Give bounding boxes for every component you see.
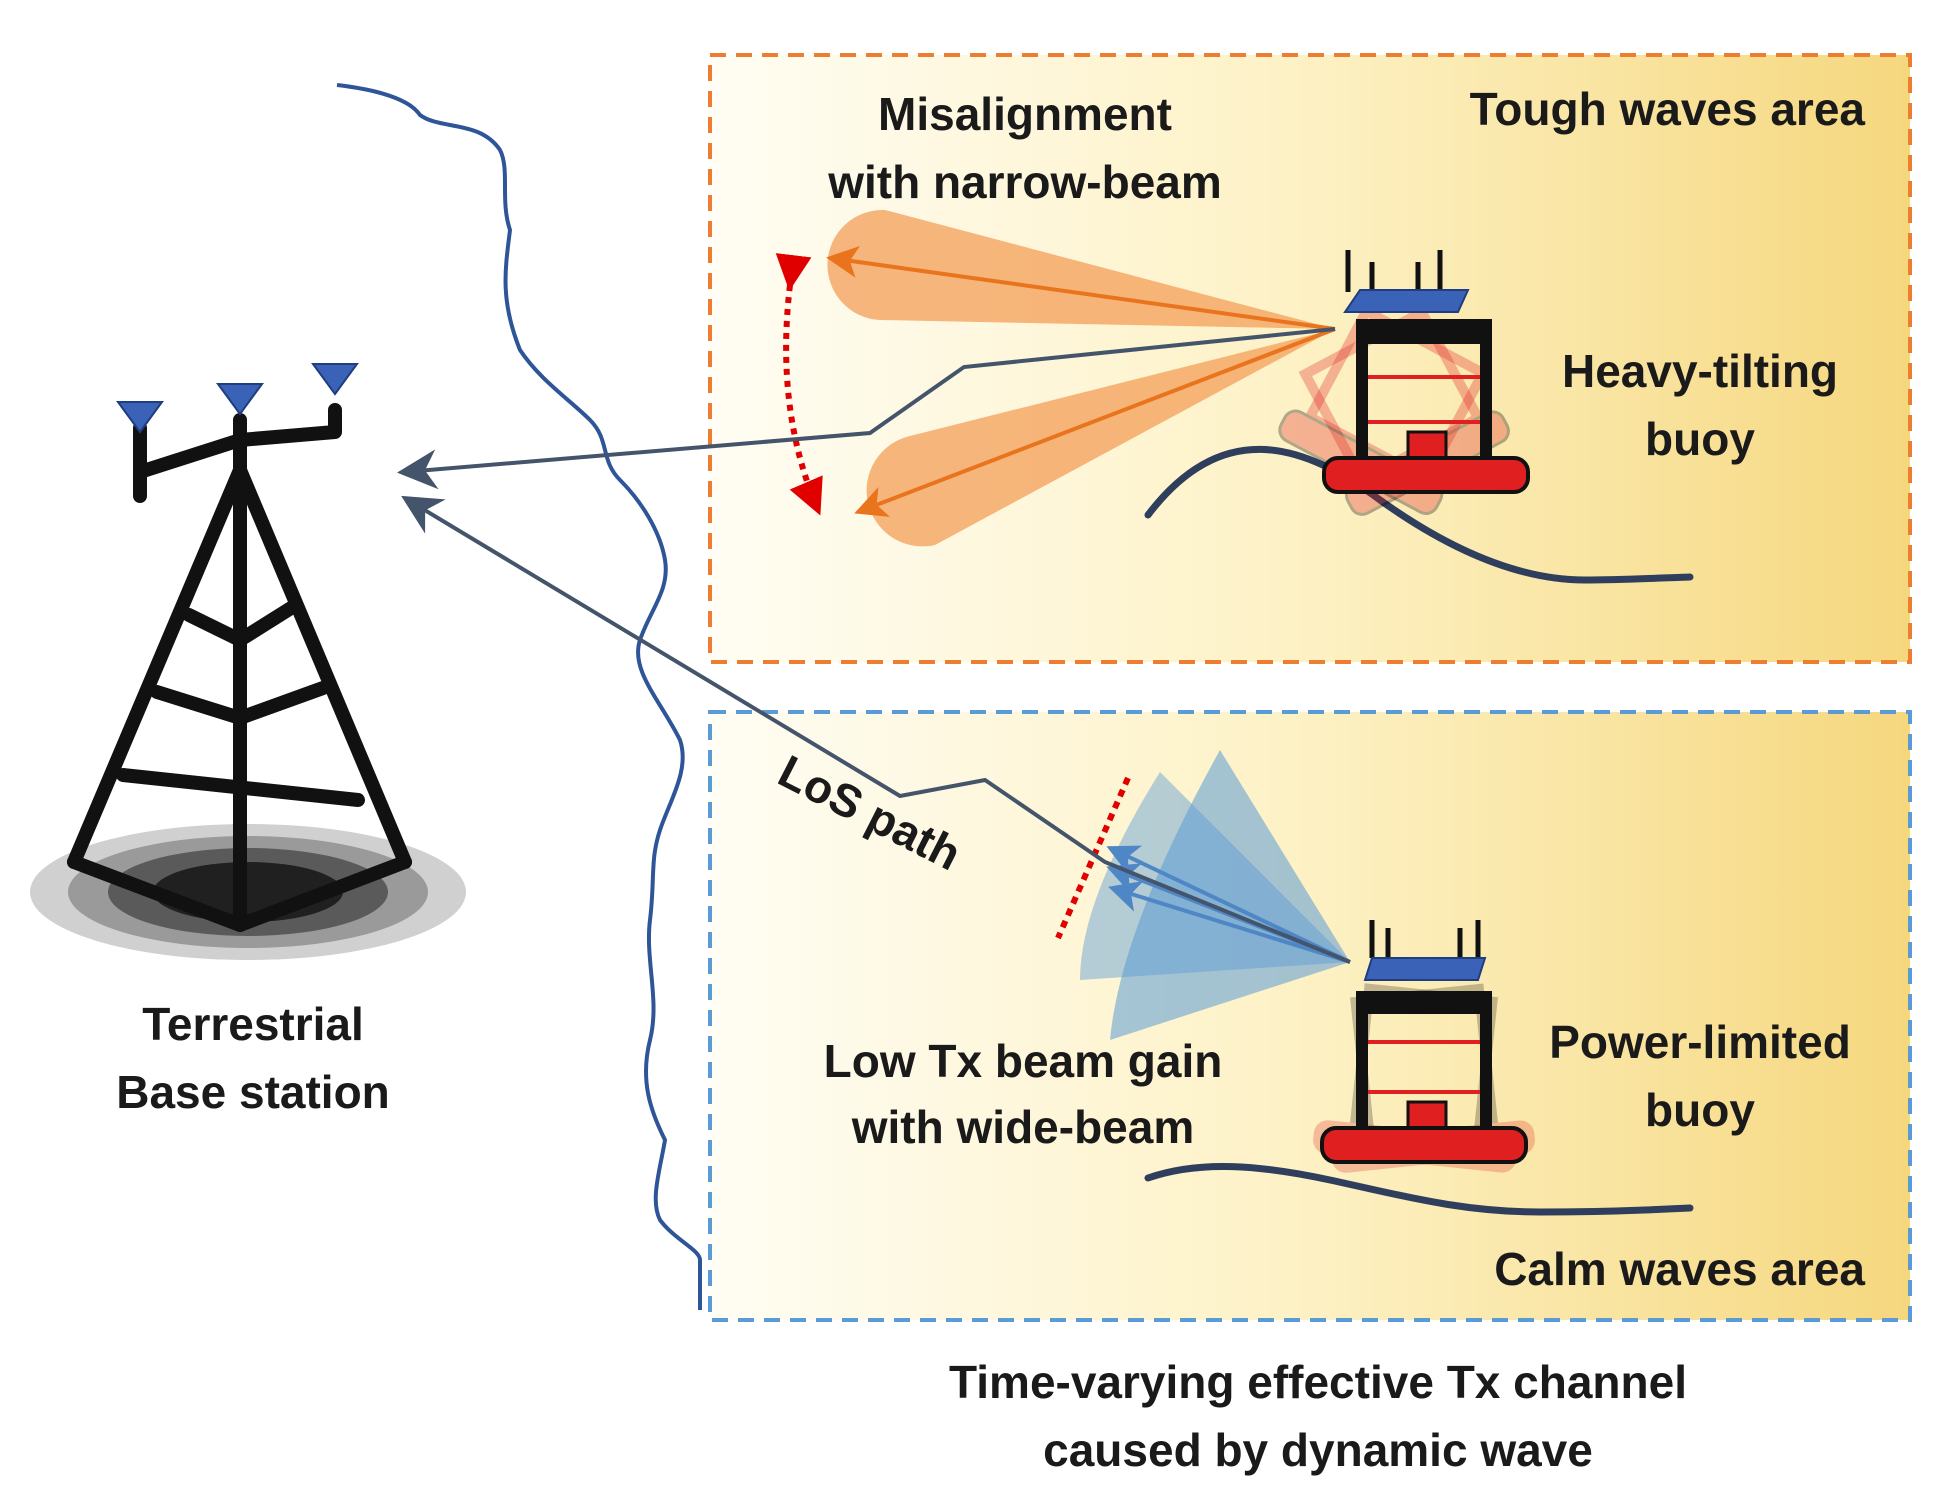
caption-line2: caused by dynamic wave (1043, 1424, 1593, 1476)
narrow-beam-upper (826, 209, 1336, 331)
power-limited-buoy-icon (1313, 920, 1535, 1173)
coastline (336, 83, 702, 1310)
beam-gain-label-line2: with wide-beam (851, 1101, 1194, 1153)
tough-wave (1144, 445, 1694, 584)
tough-waves-area (708, 53, 1912, 664)
narrow-beam-lower (854, 327, 1336, 547)
base-station-tower-icon (67, 403, 412, 932)
los-path-arrow (401, 495, 1351, 964)
heavy-tilting-buoy-icon (1278, 250, 1530, 516)
tower-shadow (30, 824, 466, 960)
caption-line1: Time-varying effective Tx channel (949, 1356, 1687, 1408)
beam-edge-marker (1055, 776, 1131, 940)
calm-waves-area (708, 710, 1912, 1322)
tough-area-title: Tough waves area (1470, 83, 1866, 135)
calm-buoy-label-line1: Power-limited (1549, 1016, 1851, 1068)
base-station-label-line1: Terrestrial (142, 998, 364, 1050)
base-station-label-line2: Base station (116, 1066, 390, 1118)
calm-wave (1144, 1163, 1694, 1216)
wide-beam (1080, 750, 1351, 1040)
misalignment-label-line1: Misalignment (878, 88, 1172, 140)
calm-area-title: Calm waves area (1494, 1243, 1865, 1295)
tough-buoy-label-line1: Heavy-tilting (1562, 345, 1838, 397)
tough-link-arrow (397, 327, 1336, 490)
calm-buoy-label-line2: buoy (1645, 1084, 1755, 1136)
misalignment-label-line2: with narrow-beam (827, 156, 1222, 208)
antenna-icon (116, 363, 359, 434)
tough-buoy-label-line2: buoy (1645, 413, 1755, 465)
beam-gain-label-line1: Low Tx beam gain (824, 1035, 1223, 1087)
